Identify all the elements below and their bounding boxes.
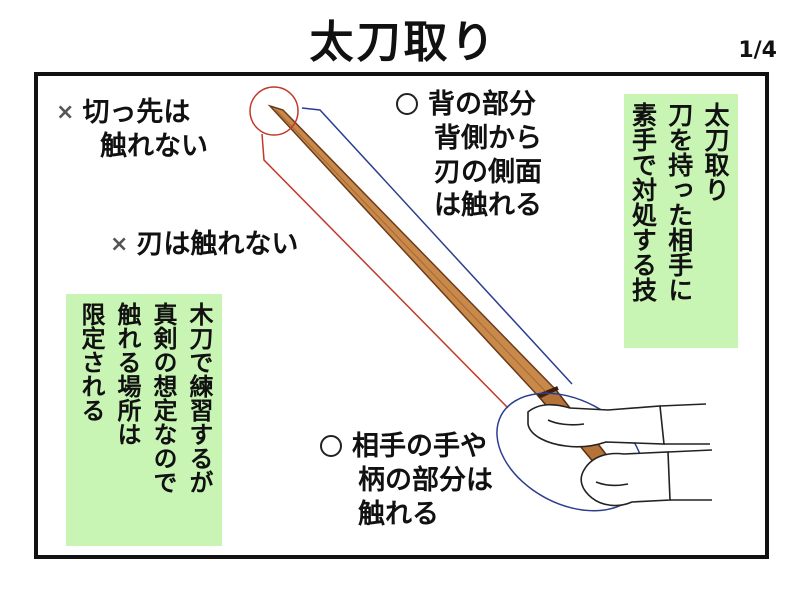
definition-box: 太刀取り 刀を持った相手に 素手で対処する技 xyxy=(624,94,738,348)
grip-ellipse xyxy=(477,369,664,534)
upper-hand xyxy=(528,405,664,447)
grip-note: 相手の手や 柄の部分は 触れる xyxy=(320,430,493,531)
bokken-note-box: 木刀で練習するが 真剣の想定なので 触れる場所は 限定される xyxy=(66,294,222,546)
definition-col1: 太刀取り xyxy=(697,102,733,340)
lower-hand xyxy=(581,452,670,505)
back-note: 背の部分 背側から 刃の側面 は触れる xyxy=(396,88,542,223)
hands xyxy=(528,404,712,505)
bokken-col1: 木刀で練習するが xyxy=(181,302,217,538)
blade-note-text: 刃は触れない xyxy=(136,229,298,260)
tip-note: × 切っ先は 触れない xyxy=(56,96,208,164)
bokken-col3: 触れる場所は xyxy=(109,302,145,538)
bokken-col4: 限定される xyxy=(73,302,109,538)
back-note-line1: 背の部分 xyxy=(428,89,536,120)
grip-note-line1: 相手の手や xyxy=(352,431,487,462)
bokken-col2: 真剣の想定なので xyxy=(145,302,181,538)
grip-note-line3: 触れる xyxy=(320,498,493,532)
grip-note-line2: 柄の部分は xyxy=(320,464,493,498)
back-note-line3: 刃の側面 xyxy=(396,156,542,190)
tip-note-line1: 切っ先は xyxy=(82,97,190,128)
circle-mark-icon xyxy=(396,93,418,115)
blade-note: × 刃は触れない xyxy=(110,228,298,262)
tip-note-line2: 触れない xyxy=(56,130,208,164)
cross-mark-icon: × xyxy=(56,99,74,127)
back-note-line4: は触れる xyxy=(396,189,542,223)
cross-mark-icon: × xyxy=(110,231,128,259)
definition-col3: 素手で対処する技 xyxy=(624,102,660,340)
circle-mark-icon xyxy=(320,435,342,457)
definition-col2: 刀を持った相手に xyxy=(661,102,697,340)
back-note-line2: 背側から xyxy=(396,122,542,156)
